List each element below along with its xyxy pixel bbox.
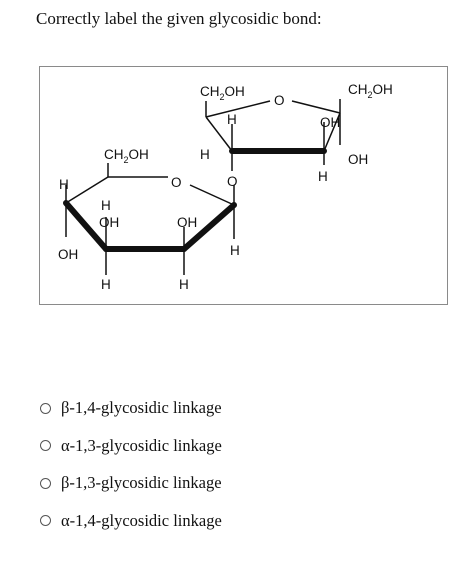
furanose-ring: [205, 99, 341, 171]
oh-label-pyranose-c1: OH: [58, 247, 78, 262]
radio-button[interactable]: [40, 402, 51, 414]
h-label-pyranose-c2: H: [101, 198, 111, 213]
option-label: β-1,3-glycosidic linkage: [61, 473, 222, 492]
oh-label-pyranose-c3: OH: [177, 215, 197, 230]
h-label-furanose-c4: H: [200, 147, 210, 162]
option-label: β-1,4-glycosidic linkage: [61, 398, 222, 417]
ring-oxygen-furanose: O: [274, 93, 285, 108]
option-label: α-1,3-glycosidic linkage: [61, 435, 222, 455]
oh-label-furanose-c2-down: OH: [348, 152, 368, 167]
radio-button[interactable]: [40, 515, 51, 526]
structure-figure: CH2OH O CH2OH H OH H OH H O CH2OH O H H …: [39, 66, 448, 305]
h-label-furanose-c5: H: [227, 112, 237, 127]
ch2oh-label-furanose-c6: CH2OH: [200, 84, 245, 102]
question-text: Correctly label the given glycosidic bon…: [36, 9, 322, 28]
option-beta-1-3[interactable]: β-1,3-glycosidic linkage: [40, 473, 222, 493]
option-alpha-1-4[interactable]: α-1,4-glycosidic linkage: [40, 511, 222, 531]
radio-button[interactable]: [40, 477, 51, 489]
ring-oxygen-pyranose: O: [171, 175, 182, 190]
h-label-furanose-c3: H: [318, 169, 328, 184]
radio-button[interactable]: [40, 440, 51, 451]
glycosidic-oxygen: O: [227, 174, 238, 189]
option-label: α-1,4-glycosidic linkage: [61, 510, 222, 530]
h-label-pyranose-c2-down: H: [101, 277, 111, 292]
ch2oh-label-pyranose-c6: CH2OH: [104, 147, 149, 165]
ch2oh-label-furanose-c1: CH2OH: [348, 82, 393, 100]
h-label-pyranose-c1: H: [59, 177, 69, 192]
answer-options: β-1,4-glycosidic linkage α-1,3-glycosidi…: [40, 398, 222, 548]
h-label-pyranose-c4: H: [230, 243, 240, 258]
oh-label-furanose-c2: OH: [320, 115, 340, 130]
pyranose-ring: [63, 163, 237, 275]
option-beta-1-4[interactable]: β-1,4-glycosidic linkage: [40, 398, 222, 418]
disaccharide-structure: CH2OH O CH2OH H OH H OH H O CH2OH O H H …: [58, 82, 393, 292]
oh-label-pyranose-c2: OH: [99, 215, 119, 230]
h-label-pyranose-c3-down: H: [179, 277, 189, 292]
option-alpha-1-3[interactable]: α-1,3-glycosidic linkage: [40, 436, 222, 456]
